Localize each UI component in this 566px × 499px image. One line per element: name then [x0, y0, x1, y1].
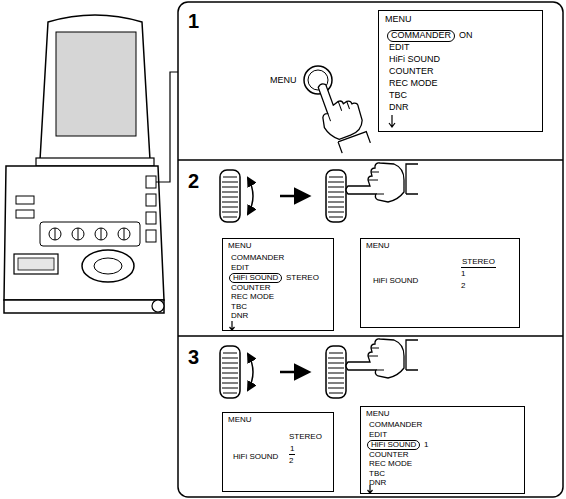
panel-frame: [178, 2, 563, 497]
menu-item: 2: [289, 457, 293, 466]
menu-item: HiFi SOUND: [373, 277, 418, 286]
menu-item: REC MODE: [389, 79, 438, 89]
button-label: MENU: [270, 75, 297, 85]
menu-item: REC MODE: [369, 460, 412, 469]
menu-item: 1: [424, 441, 428, 450]
control-dial: [220, 163, 418, 222]
menu-item: MENU: [228, 416, 252, 425]
menu-item: HiFi SOUND: [389, 55, 440, 65]
control-dial: [220, 339, 418, 398]
step-band: MENUHiFi SOUNDSTEREO12MENUCOMMANDEREDITH…: [178, 336, 563, 497]
menu-screen: MENU HiFi SOUND STEREO 1 2: [360, 238, 520, 328]
menu-item: COMMANDER: [369, 421, 422, 430]
menu-item: 2: [461, 282, 465, 291]
menu-item: STEREO: [461, 258, 496, 268]
menu-item: STEREO: [286, 274, 319, 283]
menu-button: [304, 66, 372, 156]
menu-item: TBC: [369, 470, 385, 479]
menu-item: MENU: [228, 242, 252, 251]
menu-screen: MENU COMMANDEREDITHiFi SOUND 1COUNTERREC M…: [360, 406, 525, 494]
menu-item: COUNTER: [369, 451, 409, 460]
menu-screen: MENU COMMANDER ON EDIT HiFi SOUND COUNTER REC …: [378, 10, 543, 132]
menu-item: COMMANDER: [231, 254, 284, 263]
menu-screen: MENU HiFi SOUND STEREO 1 2: [222, 412, 334, 492]
menu-screen: MENU COMMANDEREDITHiFi SOUND STEREO COUNTER…: [222, 238, 334, 331]
menu-item: STEREO: [289, 433, 322, 442]
menu-item: DNR: [389, 103, 409, 113]
menu-item: DNR: [231, 312, 248, 321]
menu-item: MENU: [366, 410, 390, 419]
step-band: MENU COMMANDER ON EDIT HiFi SOUND COUNTER REC …: [178, 2, 563, 160]
menu-item: MENU: [385, 15, 412, 25]
menu-item: TBC: [231, 303, 247, 312]
menu-item: ON: [459, 31, 473, 41]
menu-item: COUNTER: [231, 284, 271, 293]
menu-item: COMMANDER: [387, 30, 455, 42]
menu-item: EDIT: [369, 431, 387, 440]
menu-item: COUNTER: [389, 67, 434, 77]
menu-item: TBC: [389, 91, 407, 101]
menu-item: EDIT: [389, 43, 410, 53]
menu-item: HiFi SOUND: [229, 273, 282, 284]
step-number: 1: [188, 10, 199, 32]
step-number: 2: [188, 170, 199, 192]
menu-item: EDIT: [231, 264, 249, 273]
menu-item: REC MODE: [231, 293, 274, 302]
step-band: MENUCOMMANDEREDITHiFi SOUNDSTEREOCOUNTER…: [178, 160, 563, 336]
menu-item: HiFi SOUND: [233, 453, 278, 462]
scroll-arrow: [230, 115, 396, 493]
menu-item: HiFi SOUND: [367, 440, 420, 451]
step-divider: [178, 160, 563, 336]
menu-item: 1: [289, 445, 295, 455]
step-number: 3: [188, 346, 199, 368]
menu-item: MENU: [366, 242, 390, 251]
video-walkman: [4, 15, 178, 313]
menu-item: DNR: [369, 479, 386, 488]
menu-item: 1: [461, 270, 465, 279]
